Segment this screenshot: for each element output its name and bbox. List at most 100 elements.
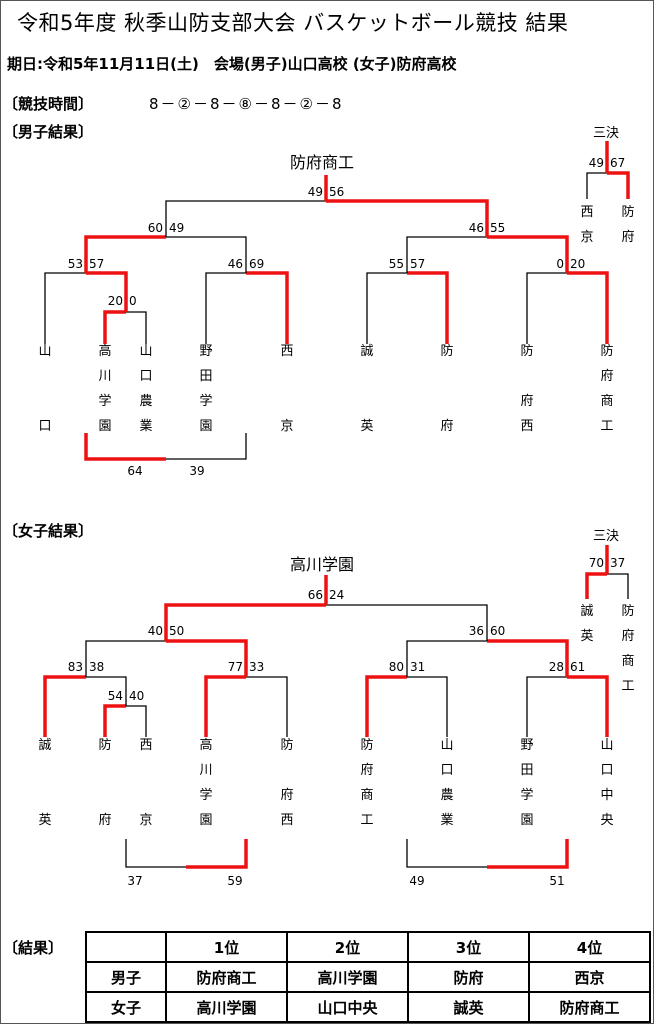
boys-team-6-char: 府 <box>440 419 453 434</box>
table-header-cell: 1位 <box>165 931 288 963</box>
boys-team-4-char: 京 <box>280 419 293 434</box>
girls-third-team-1-char: 商 <box>621 654 634 669</box>
boys-team-3-char: 田 <box>199 369 212 384</box>
boys-third-place-label: 三決 <box>593 126 620 141</box>
girls-qf2-win-line <box>204 675 246 737</box>
boys-r1-lose-line <box>126 311 147 344</box>
boys-third-team-0-char: 京 <box>580 230 593 245</box>
girls-team-3-char: 高 <box>199 737 212 753</box>
girls-qf1-right-score: 38 <box>89 660 104 674</box>
girls-team-8-char: 中 <box>600 788 613 803</box>
girls-section-label: 〔女子結果〕 <box>3 522 94 540</box>
boys-team-3-char: 学 <box>199 393 212 409</box>
boys-qf1-win-line <box>86 271 128 312</box>
table-header-cell <box>85 931 167 963</box>
boys-team-7-char: 防 <box>520 343 533 359</box>
boys-sf-right-win-line <box>487 235 569 273</box>
boys-team-2-char: 口 <box>139 369 152 384</box>
event-info: 期日:令和5年11月11日(土) 会場(男子)山口高校 (女子)防府高校 <box>7 55 457 73</box>
boys-team-1-char: 高 <box>98 343 111 359</box>
table-cell: 高川学園 <box>286 961 409 993</box>
girls-final-left-score: 66 <box>308 588 323 602</box>
girls-team-6-char: 口 <box>440 763 453 778</box>
table-cell: 防府商工 <box>165 961 288 993</box>
girls-third-team-0-char: 英 <box>580 629 593 644</box>
boys-team-2-char: 農 <box>139 394 152 409</box>
boys-qf3-lose-line <box>366 272 407 344</box>
boys-team-1-char: 園 <box>98 419 111 434</box>
boys-team-8-char: 府 <box>600 369 613 384</box>
table-row-category: 男子 <box>85 961 167 993</box>
girls-team-1-char: 防 <box>98 737 111 753</box>
boys-r1-right-score: 0 <box>129 294 137 308</box>
boys-team-2-char: 山 <box>139 344 152 359</box>
boys-third-win-line <box>607 171 630 199</box>
boys-final-left-score: 49 <box>308 185 323 199</box>
girls-team-7-char: 学 <box>520 787 533 803</box>
girls-team-3-char: 園 <box>199 813 212 828</box>
boys-qf1-left-score: 53 <box>68 257 83 271</box>
boys-team-1-char: 学 <box>98 393 111 409</box>
girls-cons-left-lose-line <box>125 839 186 868</box>
girls-team-1-char: 府 <box>98 813 111 828</box>
girls-qf4-lose-line <box>526 676 567 737</box>
girls-team-2-char: 京 <box>139 813 152 828</box>
boys-qf4-right-score: 20 <box>570 257 585 271</box>
girls-qf2-right-score: 33 <box>249 660 264 674</box>
boys-third-left-score: 49 <box>589 156 604 170</box>
boys-qf3-right-score: 57 <box>410 257 425 271</box>
girls-cons-left-score-a: 37 <box>127 874 142 888</box>
boys-third-lose-line <box>586 172 607 199</box>
boys-sf-right-left-score: 46 <box>469 221 484 235</box>
girls-sf-right-lose-line <box>406 640 487 677</box>
boys-r1-left-score: 20 <box>108 294 123 308</box>
girls-r1-right-score: 40 <box>129 689 144 703</box>
girls-team-8-char: 口 <box>600 763 613 778</box>
boys-qf2-right-score: 69 <box>249 257 264 271</box>
final-standings-table: 1位 2位 3位 4位 男子 防府商工 高川学園 防府 西京 女子 高川学園 山… <box>85 931 651 1023</box>
girls-qf4-right-score: 61 <box>570 660 585 674</box>
girls-third-team-0-char: 誠 <box>580 604 593 619</box>
table-header-cell: 3位 <box>407 931 530 963</box>
boys-team-3-char: 野 <box>199 344 212 359</box>
girls-qf1-left-score: 83 <box>68 660 83 674</box>
boys-qf3-win-line <box>407 271 449 344</box>
boys-cons-right-score: 39 <box>189 464 204 478</box>
boys-champion: 防府商工 <box>290 153 355 172</box>
girls-sf-left-win-line <box>166 639 248 677</box>
boys-sf-left-win-line <box>84 235 166 273</box>
table-header-cell: 4位 <box>528 931 651 963</box>
boys-qf3-left-score: 55 <box>389 257 404 271</box>
boys-cons-left-score: 64 <box>127 464 142 478</box>
boys-sf-right-right-score: 55 <box>490 221 505 235</box>
girls-cons-left-score-b: 59 <box>227 874 242 888</box>
boys-team-3-char: 園 <box>199 419 212 434</box>
girls-third-right-score: 37 <box>610 556 625 570</box>
boys-team-7-char: 西 <box>520 419 533 434</box>
girls-third-place-label: 三決 <box>593 529 620 544</box>
boys-qf2-left-score: 46 <box>228 257 243 271</box>
girls-third-win-line <box>585 572 607 599</box>
girls-team-6-char: 業 <box>440 812 453 828</box>
boys-section-label: 〔男子結果〕 <box>3 123 94 141</box>
boys-qf4-lose-line <box>526 272 567 344</box>
table-row: 女子 高川学園 山口中央 誠英 防府商工 <box>85 991 651 1023</box>
page-title: 令和5年度 秋季山防支部大会 バスケットボール競技 結果 <box>17 11 569 35</box>
girls-qf1-win-line <box>43 675 86 737</box>
girls-qf4-left-score: 28 <box>549 660 564 674</box>
girls-team-4-char: 西 <box>280 813 293 828</box>
boys-third-right-score: 67 <box>610 156 625 170</box>
table-cell: 山口中央 <box>286 991 409 1023</box>
girls-r1-left-score: 54 <box>108 689 123 703</box>
boys-team-0-char: 山 <box>38 344 51 359</box>
schedule-sequence: 8－②－8－⑧－8－②－8 <box>149 95 344 113</box>
boys-team-1-char: 川 <box>98 369 111 384</box>
girls-team-8-char: 央 <box>600 813 613 828</box>
table-header-cell: 2位 <box>286 931 409 963</box>
table-cell: 防府商工 <box>528 991 651 1023</box>
table-row: 男子 防府商工 高川学園 防府 西京 <box>85 961 651 993</box>
boys-team-8-char: 工 <box>600 419 613 434</box>
girls-third-lose-line <box>607 573 629 599</box>
girls-qf3-right-score: 31 <box>410 660 425 674</box>
